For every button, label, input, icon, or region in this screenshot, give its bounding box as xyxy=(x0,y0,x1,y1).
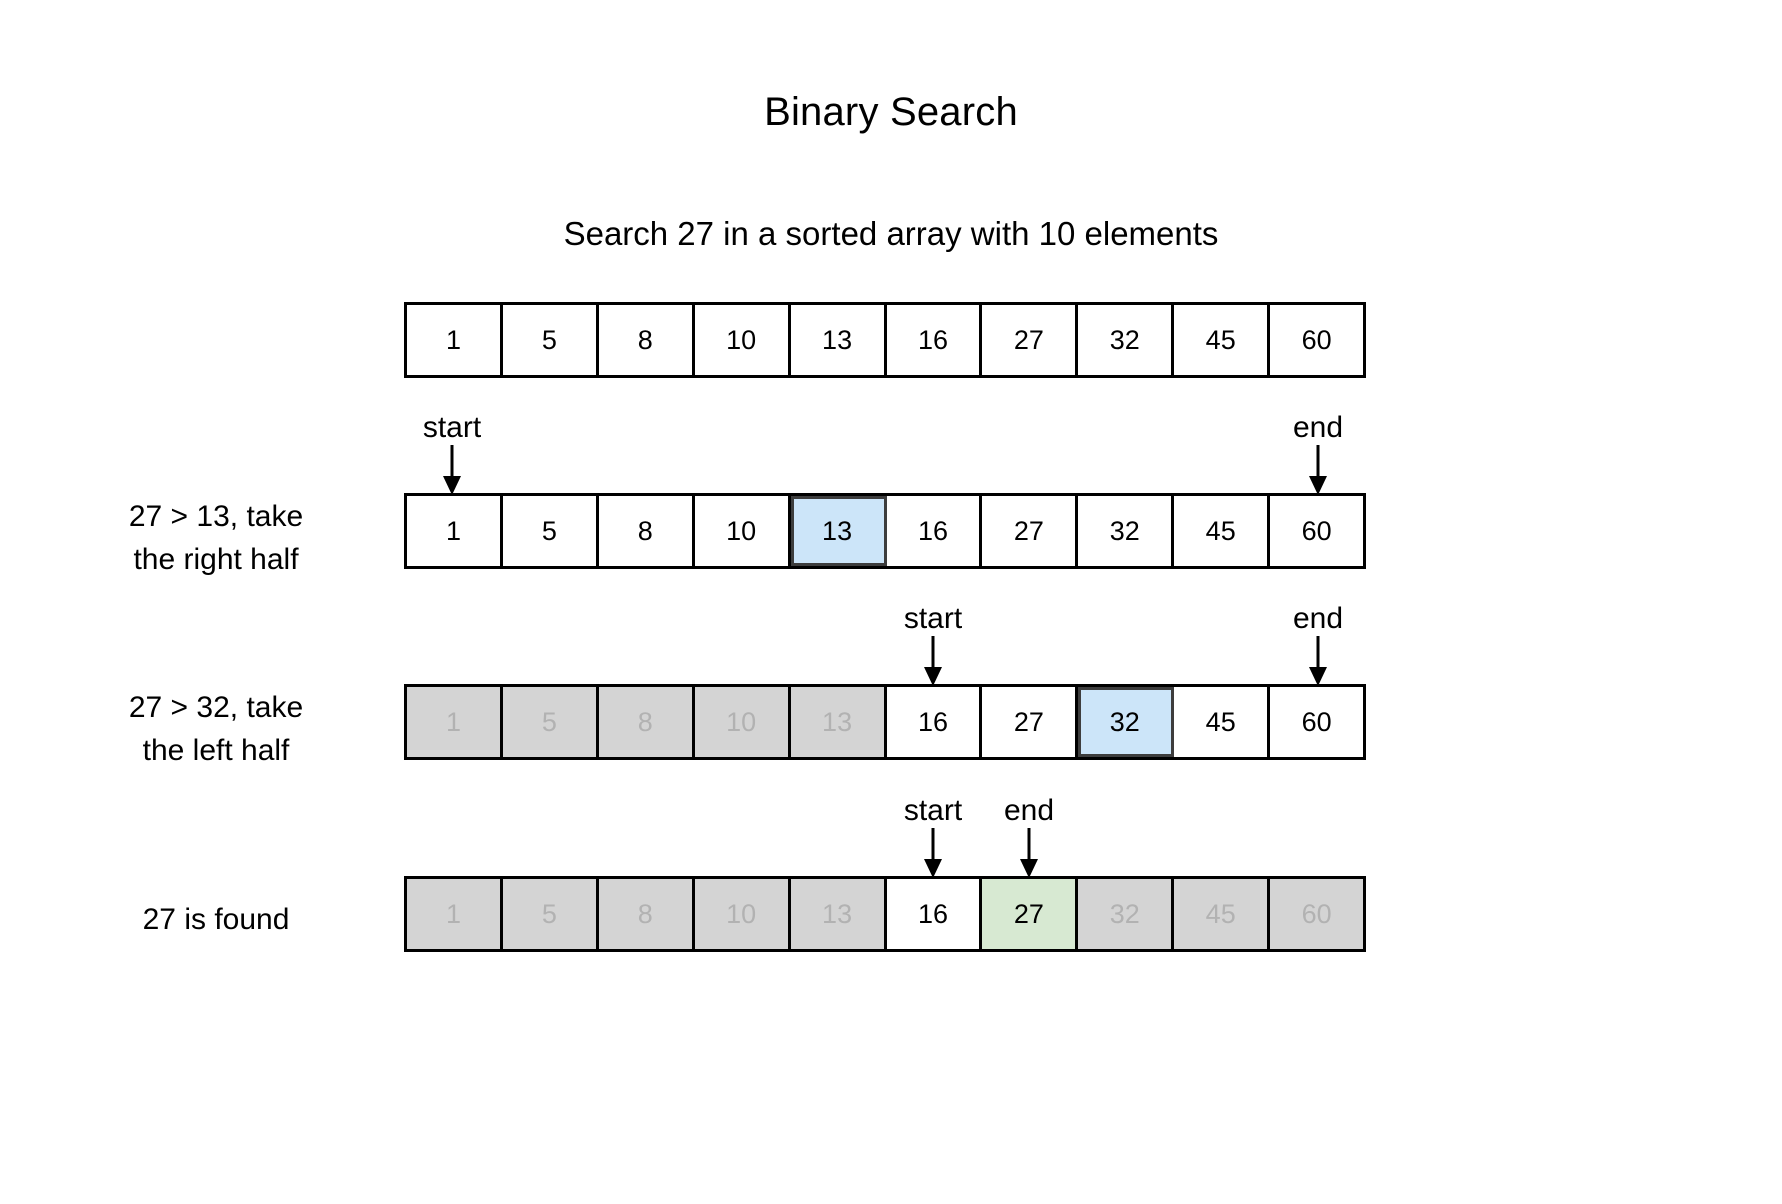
array-cell[interactable]: 16 xyxy=(886,305,983,375)
step-label-line: 27 > 32, take xyxy=(128,691,304,724)
array-cell-discarded[interactable]: 13 xyxy=(790,687,887,757)
down-arrow-icon xyxy=(443,445,461,495)
array-cell[interactable]: 13 xyxy=(790,305,887,375)
step-label-line: 27 > 13, take xyxy=(128,500,304,533)
array-cell[interactable]: 32 xyxy=(1078,305,1175,375)
array-strip-0: 1 5 8 10 13 16 27 32 45 60 xyxy=(404,302,1366,378)
pointer-start: start xyxy=(853,794,1013,878)
array-cell[interactable]: 45 xyxy=(1174,687,1271,757)
step-label-line: the left half xyxy=(142,734,290,767)
array-cell-discarded[interactable]: 45 xyxy=(1174,879,1271,949)
down-arrow-icon xyxy=(1309,636,1327,686)
array-cell[interactable]: 27 xyxy=(982,496,1079,566)
pointer-label: end xyxy=(1292,602,1344,635)
array-strip-1: 1 5 8 10 13 16 27 32 45 60 xyxy=(404,493,1366,569)
array-strip-3: 1 5 8 10 13 16 27 32 45 60 xyxy=(404,876,1366,952)
down-arrow-icon xyxy=(1309,445,1327,495)
array-cell[interactable]: 1 xyxy=(407,496,503,566)
down-arrow-icon xyxy=(924,828,942,878)
page-subtitle: Search 27 in a sorted array with 10 elem… xyxy=(563,215,1219,252)
pointer-label: start xyxy=(903,602,963,635)
down-arrow-icon xyxy=(1020,828,1038,878)
array-cell-discarded[interactable]: 1 xyxy=(407,879,503,949)
array-cell[interactable]: 10 xyxy=(694,305,791,375)
step-label-line: the right half xyxy=(133,543,299,576)
array-cell-discarded[interactable]: 8 xyxy=(598,879,695,949)
step-label-1: 27 > 13, take the right half xyxy=(40,495,392,581)
array-cell-found[interactable]: 27 xyxy=(982,879,1079,949)
pointer-start: start xyxy=(372,411,532,495)
array-cell[interactable]: 45 xyxy=(1174,305,1271,375)
array-cell[interactable]: 60 xyxy=(1270,305,1364,375)
pointer-end: end xyxy=(949,794,1109,878)
array-cell[interactable]: 60 xyxy=(1270,687,1364,757)
array-cell[interactable]: 5 xyxy=(502,305,599,375)
pointer-end: end xyxy=(1238,411,1398,495)
array-cell-discarded[interactable]: 10 xyxy=(694,687,791,757)
array-cell-discarded[interactable]: 10 xyxy=(694,879,791,949)
array-cell[interactable]: 1 xyxy=(407,305,503,375)
array-cell[interactable]: 32 xyxy=(1078,496,1175,566)
step-label-2: 27 > 32, take the left half xyxy=(40,686,392,772)
pointer-label: start xyxy=(903,794,963,827)
array-cell-midpoint[interactable]: 32 xyxy=(1078,687,1175,757)
down-arrow-icon xyxy=(924,636,942,686)
array-cell[interactable]: 27 xyxy=(982,687,1079,757)
array-cell[interactable]: 27 xyxy=(982,305,1079,375)
pointer-label: end xyxy=(1003,794,1055,827)
array-cell-discarded[interactable]: 1 xyxy=(407,687,503,757)
pointer-end: end xyxy=(1238,602,1398,686)
array-cell-discarded[interactable]: 8 xyxy=(598,687,695,757)
page-title: Binary Search xyxy=(764,90,1018,134)
array-cell-discarded[interactable]: 13 xyxy=(790,879,887,949)
array-cell-discarded[interactable]: 5 xyxy=(502,687,599,757)
step-label-3: 27 is found xyxy=(40,898,392,941)
array-cell-midpoint[interactable]: 13 xyxy=(790,496,887,566)
array-cell-discarded[interactable]: 32 xyxy=(1078,879,1175,949)
array-cell-discarded[interactable]: 5 xyxy=(502,879,599,949)
array-cell[interactable]: 8 xyxy=(598,305,695,375)
array-cell[interactable]: 16 xyxy=(886,879,983,949)
pointer-label: end xyxy=(1292,411,1344,444)
array-cell[interactable]: 16 xyxy=(886,687,983,757)
pointer-start: start xyxy=(853,602,1013,686)
array-cell[interactable]: 5 xyxy=(502,496,599,566)
array-cell[interactable]: 16 xyxy=(886,496,983,566)
array-cell-discarded[interactable]: 60 xyxy=(1270,879,1364,949)
array-cell[interactable]: 60 xyxy=(1270,496,1364,566)
pointer-label: start xyxy=(422,411,482,444)
array-cell[interactable]: 8 xyxy=(598,496,695,566)
array-cell[interactable]: 45 xyxy=(1174,496,1271,566)
step-label-line: 27 is found xyxy=(142,903,290,936)
array-strip-2: 1 5 8 10 13 16 27 32 45 60 xyxy=(404,684,1366,760)
array-cell[interactable]: 10 xyxy=(694,496,791,566)
